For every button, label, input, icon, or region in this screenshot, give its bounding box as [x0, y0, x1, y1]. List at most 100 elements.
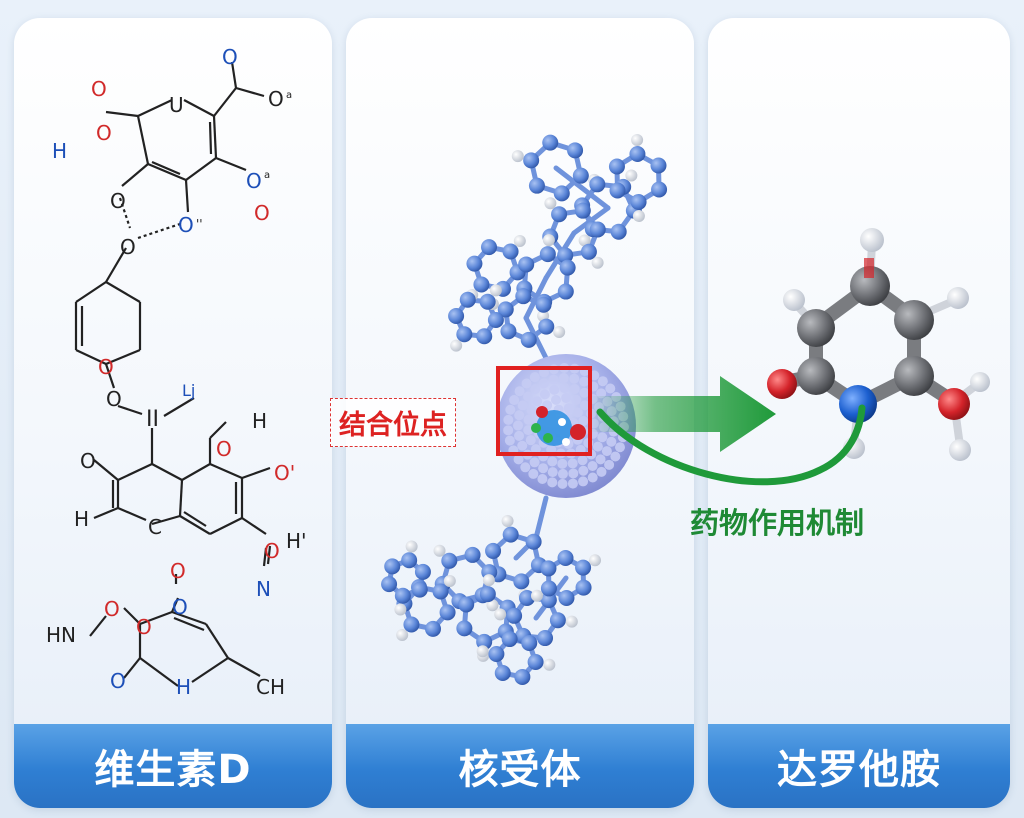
receptor-atom [513, 573, 530, 590]
receptor-atom [488, 646, 505, 663]
atom-o2-suffix: a [264, 170, 270, 181]
receptor-atom [542, 134, 559, 151]
hydrogen-atom [631, 134, 644, 147]
atom-o6: O [110, 189, 126, 213]
atom-o9: O [98, 355, 114, 379]
receptor-atom [558, 589, 575, 606]
nuclear-receptor-model [381, 134, 668, 685]
receptor-atom [518, 589, 535, 606]
receptor-atom [515, 288, 532, 305]
receptor-atom [559, 259, 576, 276]
receptor-atom [432, 583, 449, 600]
receptor-atom [537, 630, 554, 647]
hydrogen-atom [494, 608, 507, 621]
receptor-atom [651, 181, 668, 198]
vitamin-d-structure: O H O U O O a O a O O O '' O O O II Lj H… [46, 45, 307, 699]
atom-o6-suffix: '' [196, 217, 203, 231]
panel-label-nuclear-receptor: 核受体 [346, 724, 694, 808]
receptor-atom [500, 323, 517, 340]
receptor-atom [502, 526, 519, 543]
receptor-atom [485, 542, 502, 559]
atom-ii: II [146, 407, 159, 432]
atom-o2: O [222, 45, 238, 69]
receptor-atom [567, 142, 584, 159]
receptor-atom [518, 256, 535, 273]
atom-hn: HN [46, 623, 76, 647]
receptor-atom [466, 255, 483, 272]
binding-pocket [531, 406, 586, 446]
hydrogen-atom [443, 575, 456, 588]
receptor-atom [487, 311, 504, 328]
atom-n1: N [256, 577, 271, 601]
hydrogen-atom [543, 658, 556, 671]
receptor-atom [459, 291, 476, 308]
receptor-atom [439, 604, 456, 621]
receptor-atom [574, 202, 591, 219]
receptor-atom [414, 563, 431, 580]
panel-vitamin-d: O H O U O O a O a O O O '' O O O II Lj H… [14, 18, 332, 808]
receptor-atom [502, 243, 519, 260]
receptor-atom [494, 664, 511, 681]
hydrogen-atom [578, 234, 591, 247]
receptor-atom [394, 587, 411, 604]
receptor-atom [521, 635, 538, 652]
atom-h2: H [252, 409, 267, 433]
receptor-atom [527, 653, 544, 670]
receptor-atom [464, 546, 481, 563]
atom-o11: O' [274, 461, 295, 485]
atom-o10: O [106, 387, 122, 411]
atom-o16: O [172, 595, 188, 619]
atom-o13: O [170, 559, 186, 583]
receptor-atom [481, 239, 498, 256]
hydrogen-atom [396, 628, 409, 641]
atom-o3-suffix: a [286, 90, 292, 101]
panel-label-darolutamide: 达罗他胺 [708, 724, 1010, 808]
receptor-atom [575, 559, 592, 576]
hydrogen-atom [542, 234, 555, 247]
binding-site-label: 结合位点 [330, 398, 456, 447]
receptor-atom [497, 301, 514, 318]
receptor-atom [630, 193, 647, 210]
atom-o1: O [91, 77, 107, 101]
receptor-atom [506, 607, 523, 624]
atom-o15: O [136, 615, 152, 639]
receptor-atom [473, 276, 490, 293]
receptor-atom [411, 581, 428, 598]
receptor-atom [523, 152, 540, 169]
atom-h1: H [52, 139, 67, 163]
atom-o5: O [254, 201, 270, 225]
atom-o14: O [104, 597, 120, 621]
receptor-atom [381, 576, 398, 593]
receptor-atom [441, 552, 458, 569]
hydrogen-atom [511, 150, 524, 163]
atom-o7: O [178, 213, 194, 237]
atom-o-bottom: O [110, 669, 126, 693]
receptor-atom [629, 146, 646, 163]
receptor-atom [456, 620, 473, 637]
hydrogen-atom [591, 256, 604, 269]
atom-o12: O [264, 539, 280, 563]
atom-h4: H' [286, 529, 307, 553]
receptor-atom [476, 328, 493, 345]
receptor-atom [401, 552, 418, 569]
hydrogen-atom [482, 574, 495, 587]
hydrogen-atom [486, 599, 499, 612]
receptor-atom [535, 296, 552, 313]
hydrogen-atom [501, 514, 514, 527]
receptor-atom [557, 550, 574, 567]
receptor-atom [589, 221, 606, 238]
hydrogen-atom [513, 235, 526, 248]
receptor-atom [539, 246, 556, 263]
receptor-atom [540, 580, 557, 597]
receptor-atom [520, 331, 537, 348]
atom-c1: C [148, 515, 162, 539]
hydrogen-atom [433, 544, 446, 557]
hydrogen-atom [544, 197, 557, 210]
receptor-atom [557, 283, 574, 300]
receptor-atom [580, 243, 597, 260]
atom-o-red-ring: O [216, 437, 232, 461]
hydrogen-atom [625, 169, 638, 182]
atom-h5: H [176, 675, 191, 699]
atom-ch: CH [256, 675, 285, 699]
atom-o-left: O [80, 449, 96, 473]
